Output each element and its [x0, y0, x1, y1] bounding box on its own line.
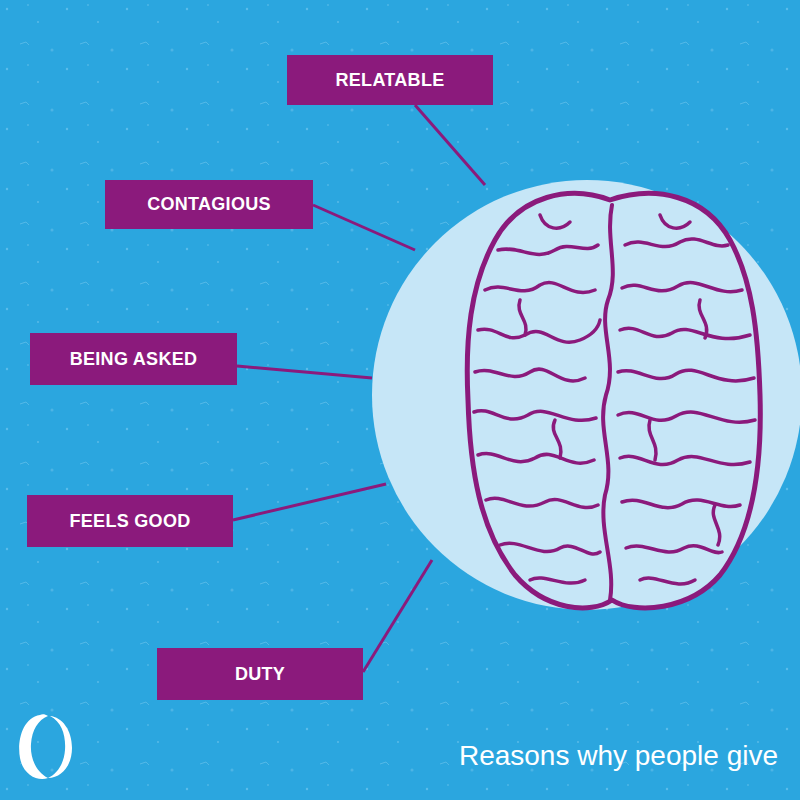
- reason-box: FEELS GOOD: [27, 495, 233, 547]
- reason-label: CONTAGIOUS: [147, 194, 271, 215]
- reason-box: BEING ASKED: [30, 333, 237, 385]
- reason-label: BEING ASKED: [70, 349, 198, 370]
- reason-label: DUTY: [235, 664, 285, 685]
- title: Reasons why people give: [459, 740, 778, 772]
- reason-box: DUTY: [157, 648, 363, 700]
- reason-label: RELATABLE: [335, 70, 444, 91]
- reason-label: FEELS GOOD: [69, 511, 190, 532]
- logo: [19, 714, 72, 779]
- reason-box: RELATABLE: [287, 55, 493, 105]
- brain: [467, 193, 760, 607]
- circle: [372, 180, 800, 610]
- reason-box: CONTAGIOUS: [105, 180, 313, 229]
